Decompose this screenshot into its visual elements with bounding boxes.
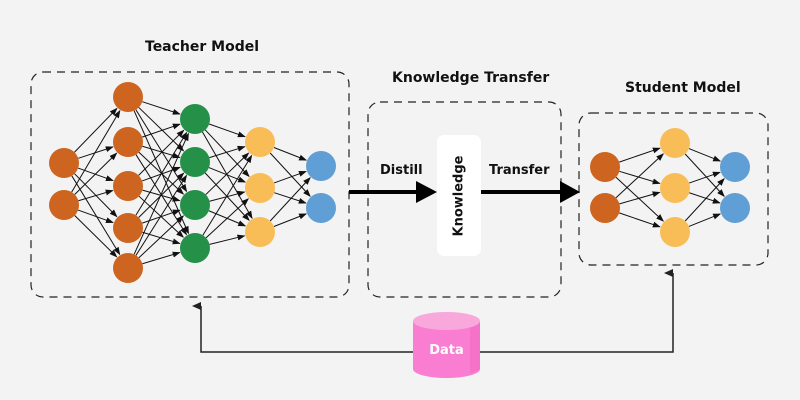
knowledge-label: Knowledge xyxy=(451,155,467,236)
teacher-edge-hidden3-0-to-output-1 xyxy=(269,152,311,197)
student-edge-hidden-1-to-output-1 xyxy=(689,192,721,204)
teacher-node-output-0 xyxy=(306,151,336,181)
student-edge-input-0-to-hidden-0 xyxy=(619,147,661,163)
teacher-edge-hidden3-2-to-output-0 xyxy=(269,177,311,222)
teacher-node-hidden1-3 xyxy=(113,213,143,243)
student-edge-hidden-0-to-output-0 xyxy=(688,148,722,162)
teacher-edge-hidden2-1-to-hidden3-0 xyxy=(209,145,246,159)
teacher-edge-hidden1-4-to-hidden2-0 xyxy=(133,132,189,255)
data-to-teacher-line xyxy=(192,302,413,353)
teacher-edge-hidden1-4-to-hidden2-2 xyxy=(138,215,185,259)
student-node-output-0 xyxy=(720,152,750,182)
student-node-input-0 xyxy=(590,152,620,182)
teacher-node-hidden3-0 xyxy=(245,127,275,157)
data-cylinder-icon xyxy=(413,312,480,378)
student-network xyxy=(590,128,750,247)
student-node-hidden-2 xyxy=(660,217,690,247)
teacher-node-hidden2-3 xyxy=(180,233,210,263)
teacher-edge-hidden3-1-to-output-1 xyxy=(274,192,307,204)
student-edge-hidden-2-to-output-1 xyxy=(688,213,722,227)
teacher-edge-hidden3-2-to-output-1 xyxy=(273,213,308,227)
distill-label: Distill xyxy=(380,163,423,178)
student-model-title: Student Model xyxy=(625,80,741,96)
teacher-model-title: Teacher Model xyxy=(145,39,260,55)
teacher-node-hidden2-2 xyxy=(180,190,210,220)
teacher-edge-hidden1-0-to-hidden2-1 xyxy=(138,107,185,152)
student-edge-input-0-to-hidden-2 xyxy=(615,176,665,222)
student-connections xyxy=(615,147,725,228)
teacher-node-hidden3-2 xyxy=(245,217,275,247)
teacher-edge-hidden2-3-to-hidden3-2 xyxy=(209,234,246,245)
teacher-edge-hidden1-1-to-hidden2-1 xyxy=(142,145,181,159)
teacher-edge-hidden1-3-to-hidden2-3 xyxy=(142,231,181,245)
teacher-node-input-0 xyxy=(49,148,79,178)
teacher-node-hidden3-1 xyxy=(245,173,275,203)
teacher-edge-hidden2-3-to-hidden3-0 xyxy=(202,154,253,236)
teacher-edge-hidden2-2-to-hidden3-0 xyxy=(205,152,250,195)
teacher-node-hidden2-0 xyxy=(180,104,210,134)
teacher-edge-hidden2-1-to-hidden3-1 xyxy=(208,167,247,183)
knowledge-transfer-title: Knowledge Transfer xyxy=(392,70,550,86)
teacher-edge-hidden2-0-to-hidden3-0 xyxy=(208,123,246,138)
teacher-node-hidden1-0 xyxy=(113,82,143,112)
teacher-edge-hidden2-0-to-hidden3-1 xyxy=(204,129,250,178)
teacher-edge-hidden2-3-to-hidden3-1 xyxy=(205,198,249,239)
teacher-node-hidden1-4 xyxy=(113,253,143,283)
transfer-label: Transfer xyxy=(489,163,550,178)
student-node-hidden-1 xyxy=(660,173,690,203)
student-edge-input-1-to-hidden-1 xyxy=(619,191,661,205)
teacher-node-hidden1-1 xyxy=(113,127,143,157)
teacher-edge-hidden1-2-to-hidden2-0 xyxy=(138,129,185,176)
student-edge-input-1-to-hidden-0 xyxy=(615,153,665,199)
teacher-edge-input-1-to-hidden1-3 xyxy=(77,209,114,224)
teacher-edge-input-1-to-hidden1-0 xyxy=(71,109,121,193)
student-edge-hidden-0-to-output-1 xyxy=(684,153,725,197)
teacher-edge-hidden3-0-to-output-0 xyxy=(273,147,308,161)
knowledge-box: Knowledge xyxy=(437,135,481,256)
teacher-edge-input-1-to-hidden1-4 xyxy=(74,215,118,258)
teacher-node-input-1 xyxy=(49,190,79,220)
teacher-edge-input-1-to-hidden1-2 xyxy=(78,189,114,202)
teacher-edge-input-0-to-hidden1-0 xyxy=(74,107,118,153)
teacher-node-hidden2-1 xyxy=(180,147,210,177)
student-edge-input-0-to-hidden-1 xyxy=(619,170,661,185)
teacher-edge-input-1-to-hidden1-1 xyxy=(74,152,118,195)
teacher-node-output-1 xyxy=(306,193,336,223)
teacher-edge-hidden1-4-to-hidden2-3 xyxy=(142,251,181,265)
transfer-arrowhead xyxy=(560,181,580,203)
teacher-network xyxy=(49,82,336,283)
data-label: Data xyxy=(429,343,464,358)
teacher-node-hidden1-2 xyxy=(113,171,143,201)
teacher-edge-hidden1-0-to-hidden2-0 xyxy=(142,101,181,115)
teacher-edge-hidden1-4-to-hidden2-1 xyxy=(135,174,187,256)
student-edge-hidden-1-to-output-0 xyxy=(688,171,721,184)
teacher-edge-hidden1-1-to-hidden2-0 xyxy=(142,123,181,138)
teacher-edge-hidden3-1-to-output-0 xyxy=(273,170,307,184)
distill-arrowhead xyxy=(416,181,437,203)
student-node-hidden-0 xyxy=(660,128,690,158)
data-to-student-line xyxy=(480,269,674,353)
student-edge-input-1-to-hidden-2 xyxy=(619,212,661,228)
teacher-connections xyxy=(71,101,311,265)
student-edge-hidden-2-to-output-0 xyxy=(684,178,725,222)
student-node-output-1 xyxy=(720,193,750,223)
student-node-input-1 xyxy=(590,193,620,223)
teacher-edge-hidden1-3-to-hidden2-0 xyxy=(135,131,188,216)
